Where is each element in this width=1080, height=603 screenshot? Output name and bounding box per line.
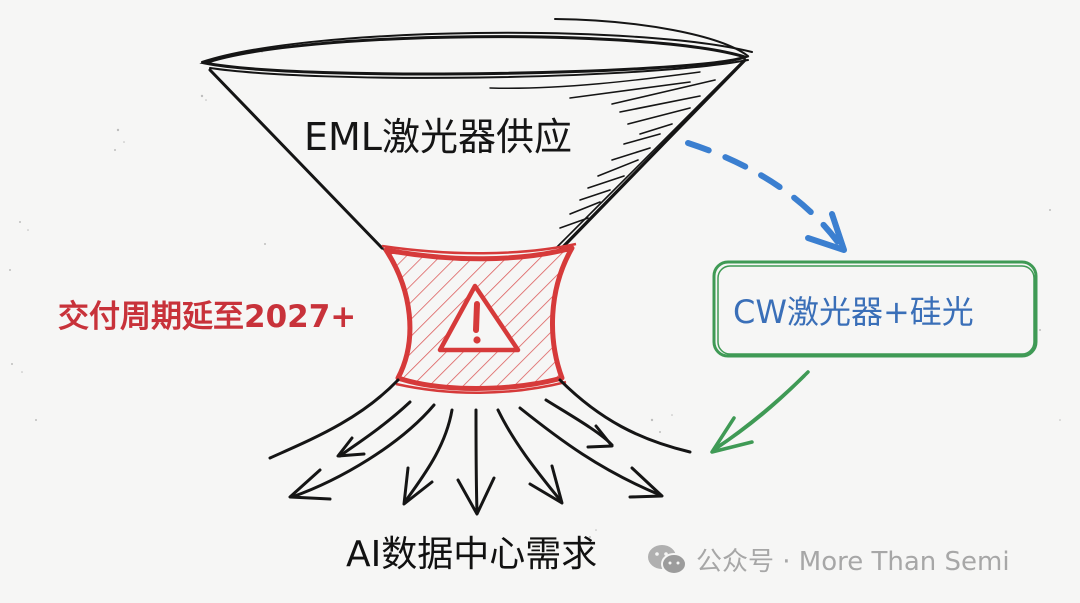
funnel-top-label: EML激光器供应 [304, 115, 572, 159]
green-arrow-to-demand [710, 370, 810, 454]
watermark-text: 公众号 · More Than Semi [696, 547, 1010, 577]
wechat-icon [648, 544, 687, 575]
alternative-solution-label: CW激光器+硅光 [733, 293, 974, 331]
bottleneck-delay-label: 交付周期延至2027+ [58, 299, 357, 335]
dashed-arrow-to-cw [685, 140, 847, 253]
funnel-sides [208, 58, 747, 253]
watermark: 公众号 · More Than Semi [646, 541, 1010, 578]
output-arrows [268, 378, 692, 516]
funnel-rim [199, 18, 753, 89]
warning-triangle-icon [437, 283, 521, 353]
cw-box [712, 260, 1038, 358]
funnel-shading [559, 79, 716, 229]
output-demand-label: AI数据中心需求 [346, 534, 598, 575]
